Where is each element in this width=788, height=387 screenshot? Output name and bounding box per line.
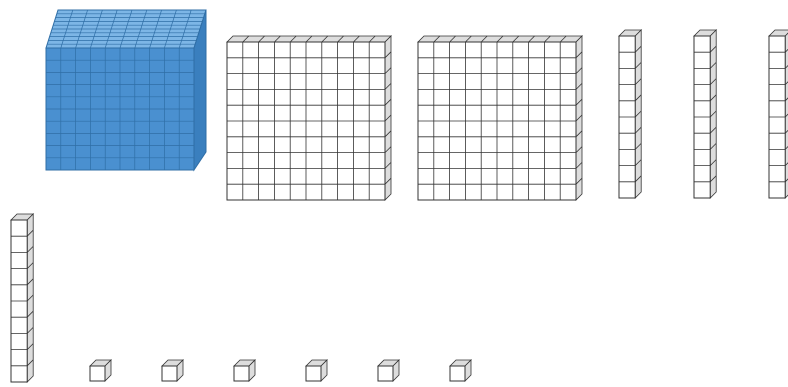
- ten-rod: [619, 30, 641, 198]
- one-cube: [234, 360, 255, 381]
- thousand-cube: [46, 10, 206, 170]
- one-cube: [450, 360, 471, 381]
- hundred-flat: [227, 36, 391, 200]
- one-cube: [378, 360, 399, 381]
- hundred-flat: [418, 36, 582, 200]
- one-cube: [306, 360, 327, 381]
- one-cube: [90, 360, 111, 381]
- ten-rod: [11, 214, 33, 382]
- ten-rod: [694, 30, 716, 198]
- ten-rod: [769, 30, 788, 198]
- one-cube: [162, 360, 183, 381]
